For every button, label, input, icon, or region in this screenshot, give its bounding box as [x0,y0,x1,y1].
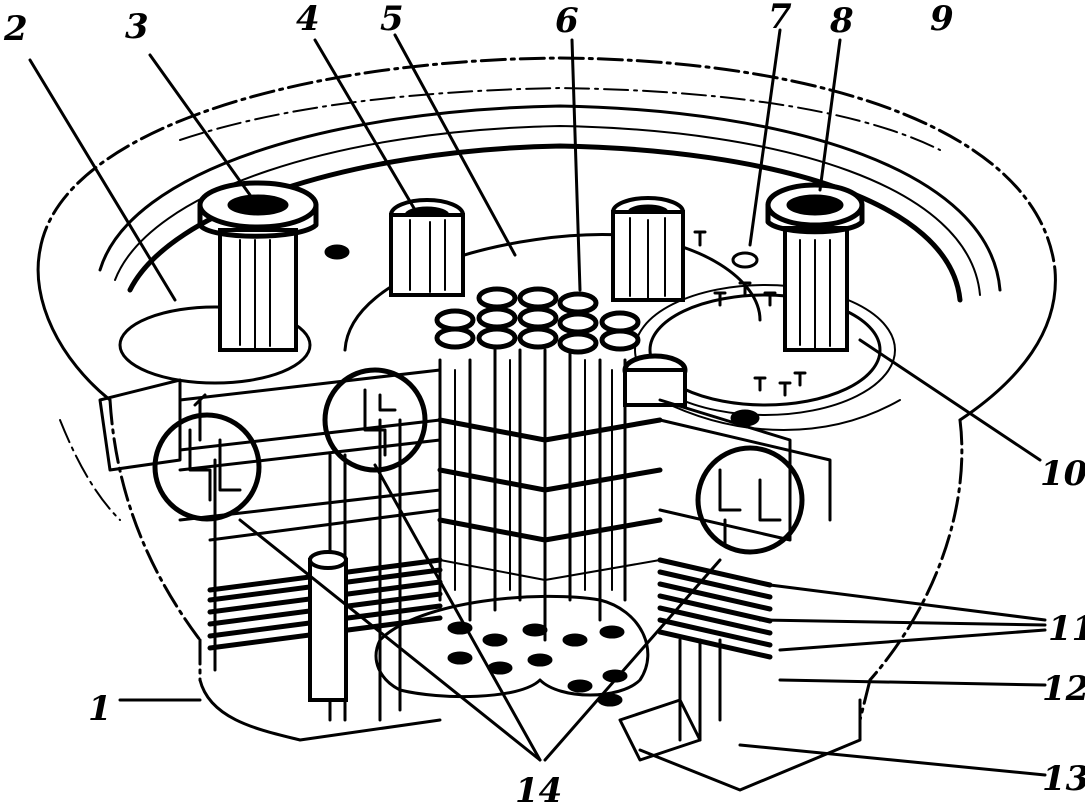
label-9: 9 [930,0,954,39]
leader-12 [778,678,1047,687]
label-4: 4 [296,0,320,39]
leader-8 [818,38,842,192]
leader-2 [28,58,177,302]
small-pins [693,230,807,397]
leader-11c [778,628,1047,652]
large-tube-right [765,182,865,352]
label-2: 2 [3,9,28,49]
label-1: 1 [88,689,112,729]
detail-circles [152,367,805,555]
leader-14a [238,518,542,762]
leader-13 [738,743,1047,777]
outer-vessel [36,56,1057,792]
bottom-plate [308,550,702,762]
callout-labels: 1 2 3 4 5 6 7 8 9 10 11 12 13 14 [3,0,1085,811]
label-6: 6 [555,1,579,41]
medium-tube-left [389,198,465,297]
leader-4 [313,38,420,217]
label-10: 10 [1040,454,1085,494]
leader-6 [570,38,582,292]
label-11: 11 [1048,609,1085,649]
leader-5 [393,33,517,257]
leader-lines [28,28,1047,777]
label-3: 3 [125,7,149,47]
leader-10 [858,338,1042,462]
top-plate [118,230,901,431]
fuel-element-bundle [434,286,688,642]
right-plate-stack [657,398,832,742]
medium-tube-right [611,196,685,302]
leader-14c [543,558,722,762]
leader-14b [373,463,542,762]
label-14: 14 [515,771,562,811]
label-8: 8 [829,1,854,41]
label-5: 5 [380,0,404,39]
leader-11b [758,618,1047,627]
label-7: 7 [768,0,792,37]
leader-7 [748,28,782,247]
large-tube-left [197,180,319,352]
leader-3 [148,53,252,197]
label-12: 12 [1042,669,1085,709]
leader-11a [768,583,1047,622]
label-13: 13 [1042,759,1085,799]
